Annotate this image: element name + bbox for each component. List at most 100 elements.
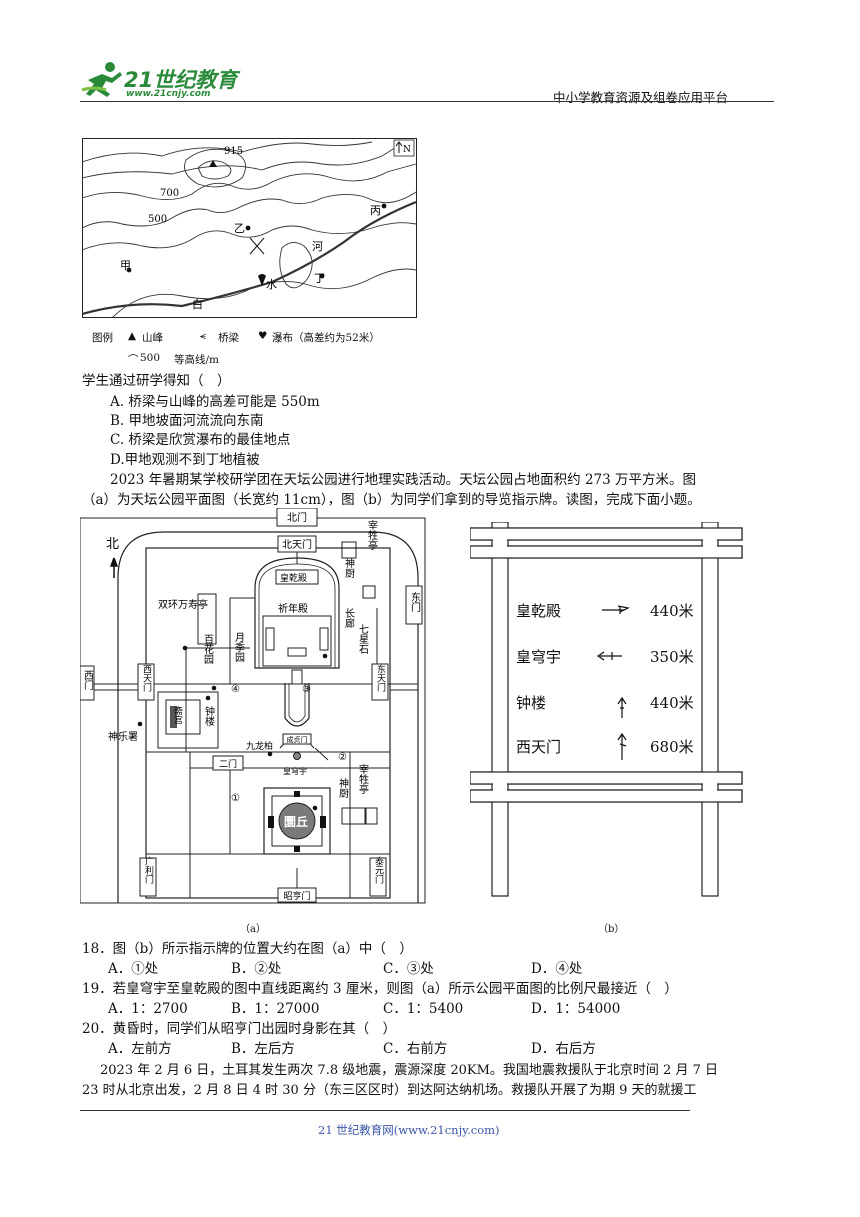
building-qi-xing-shi: 七星石	[357, 624, 369, 654]
legend-contour-value: 500	[140, 352, 161, 364]
park-map-caption: （a）	[240, 924, 266, 935]
footer-link[interactable]: 21 世纪教育网(www.21cnjy.com)	[318, 1123, 500, 1137]
building-zhai-gong: 斋宫	[172, 705, 183, 725]
q20-option-d: D．右后方	[531, 1041, 596, 1057]
q20-option-c: C．右前方	[383, 1041, 448, 1057]
legend-peak-label: 山峰	[142, 332, 163, 344]
bridge-icon	[249, 237, 265, 255]
yi-label: 乙	[234, 222, 245, 235]
legend-bridge-icon: ⪪	[200, 330, 206, 342]
river-he-label: 河	[312, 240, 323, 253]
legend-waterfall-icon: ♥	[258, 330, 268, 342]
q19-option-a: A．1：2700	[108, 1001, 188, 1017]
intro-line-1: 2023 年暑期某学校研学团在天坛公园进行地理实践活动。天坛公园占地面积约 27…	[110, 472, 696, 488]
park-map: 北门 北天门 东门 西门 西天门 东天门 二门 广利门 泰元门 昭亨门 成贞门 …	[79, 507, 430, 904]
gate-zhao-heng-men: 昭亨门	[283, 890, 310, 902]
logo-sub-text: www.21cnjy.com	[126, 89, 211, 99]
peak-height-label: 915	[224, 146, 243, 157]
building-zhong-lou: 钟楼	[203, 705, 215, 727]
q17-option-c: C. 桥梁是欣赏瀑布的最佳地点	[110, 432, 291, 448]
q18-option-a: A．①处	[108, 961, 159, 977]
q18-option-d: D．④处	[531, 961, 583, 977]
para-line-2: 23 时从北京出发，2 月 8 日 4 时 30 分（东三区区时）到达阿达纳机场…	[82, 1083, 697, 1098]
guide-sign: 皇乾殿 440米 皇穹宇 350米 钟楼 440米 西天门 680米	[469, 521, 746, 898]
q19-option-c: C．1：5400	[383, 1001, 464, 1017]
q19-stem: 19．若皇穹宇至皇乾殿的图中直线距离约 3 厘米，则图（a）所示公园平面图的比例…	[82, 981, 678, 997]
sign-row-2-distance: 350米	[650, 648, 694, 666]
sign-row-3-name: 钟楼	[516, 694, 547, 712]
arrow-huang-qiong-yu-icon	[596, 651, 622, 661]
building-huang-qian-dian: 皇乾殿	[280, 572, 307, 584]
ding-label: 丁	[314, 272, 325, 285]
legend-peak-icon: ▲	[128, 330, 137, 342]
building-yuan-qiu: 圜丘	[284, 814, 308, 829]
building-shuang-huan: 双环万寿亭	[158, 598, 208, 611]
legend-waterfall-label: 瀑布（高差约为52米）	[272, 332, 380, 344]
marker-4: ④	[231, 684, 240, 695]
gate-xi-tian-men: 西天门	[141, 664, 152, 692]
gate-north: 北门	[287, 511, 307, 524]
q20-option-a: A．左前方	[108, 1041, 172, 1057]
bing-label: 丙	[370, 204, 381, 217]
gate-bei-tian-men: 北天门	[282, 538, 312, 551]
logo-main-text: 21世纪教育	[124, 68, 238, 92]
q19-option-b: B．1：27000	[231, 1001, 320, 1017]
header-divider	[80, 101, 774, 102]
topo-map: 915 700 500 甲 乙 丙 丁 河 白 水 N	[81, 138, 417, 319]
building-chang-lang: 长廊	[343, 608, 355, 629]
contour-700-label: 700	[160, 188, 179, 199]
runner-logo-icon	[81, 62, 122, 97]
sign-row-3-distance: 440米	[650, 694, 694, 712]
sign-row-4-distance: 680米	[650, 738, 694, 756]
legend-title: 图例	[92, 332, 113, 344]
sign-row-2-name: 皇穹宇	[516, 648, 562, 666]
q18-stem: 18．图（b）所示指示牌的位置大约在图（a）中（ ）	[82, 941, 413, 957]
platform-name: 中小学教育资源及组卷应用平台	[553, 90, 729, 105]
building-shen-chu-2: 神厨	[337, 777, 349, 798]
arrow-xi-tian-men-icon	[617, 732, 627, 760]
arrow-zhong-lou-icon	[617, 696, 627, 718]
gate-dong-tian-men: 东天门	[375, 663, 386, 692]
building-zai-sheng-ting-2: 宰牲亭	[357, 763, 369, 794]
q20-option-b: B．左后方	[231, 1041, 295, 1057]
sign-row-1-distance: 440米	[650, 602, 694, 620]
marker-3: ③	[302, 684, 311, 695]
building-huang-qiong-yu: 皇穹宇	[283, 766, 307, 776]
river-shui-label: 水	[266, 278, 277, 291]
legend-contour-label: 等高线/m	[174, 354, 219, 366]
peak-icon	[209, 160, 217, 167]
sign-caption: （b）	[598, 924, 625, 935]
building-yue-ji-yuan: 月季园	[233, 632, 245, 663]
para-line-1: 2023 年 2 月 6 日，土耳其发生两次 7.8 级地震，震源深度 20KM…	[100, 1063, 718, 1078]
building-jiu-long-bai: 九龙柏	[246, 740, 273, 752]
intro-line-2: （a）为天坛公园平面图（长宽约 11cm），图（b）为同学们拿到的导览指示牌。读…	[82, 492, 701, 508]
gate-cheng-zhen-men: 成贞门	[287, 735, 308, 744]
north-label-park: 北	[106, 537, 119, 552]
contour-500-label: 500	[148, 214, 167, 225]
waterfall-icon	[258, 274, 266, 286]
legend-bridge-label: 桥梁	[218, 332, 239, 344]
gate-west: 西门	[82, 670, 94, 691]
jia-label: 甲	[120, 259, 131, 272]
logo: 21世纪教育 www.21cnjy.com	[80, 58, 250, 102]
north-arrow-icon	[109, 557, 119, 578]
north-label: N	[403, 145, 411, 155]
gate-east: 东门	[409, 591, 421, 613]
q20-stem: 20．黄昏时，同学们从昭亨门出园时身影在其（ ）	[82, 1021, 397, 1037]
q17-option-b: B. 甲地坡面河流流向东南	[110, 413, 264, 429]
river-bai-label: 白	[192, 297, 203, 311]
arrow-huang-qian-dian-icon	[602, 605, 630, 614]
building-zai-sheng-ting: 宰牲亭	[366, 519, 378, 550]
north-arrow-icon	[395, 141, 403, 153]
topo-legend: 图例 ▲ 山峰 ⪪ 桥梁 ♥ 瀑布（高差约为52米） ⌒ 500 等高线/m	[92, 330, 422, 370]
building-shen-chu: 神厨	[343, 557, 355, 578]
q17-stem: 学生通过研学得知（ ）	[82, 373, 231, 389]
footer-divider	[80, 1110, 690, 1111]
q17-option-d: D.甲地观测不到丁地植被	[110, 452, 260, 468]
legend-contour-icon: ⌒	[128, 354, 139, 366]
building-qi-nian-dian: 祈年殿	[278, 602, 308, 615]
q18-option-c: C．③处	[383, 961, 434, 977]
gate-er-ceng-men: 二门	[219, 758, 237, 770]
sign-row-1-name: 皇乾殿	[516, 602, 562, 620]
marker-1: ①	[231, 793, 240, 804]
